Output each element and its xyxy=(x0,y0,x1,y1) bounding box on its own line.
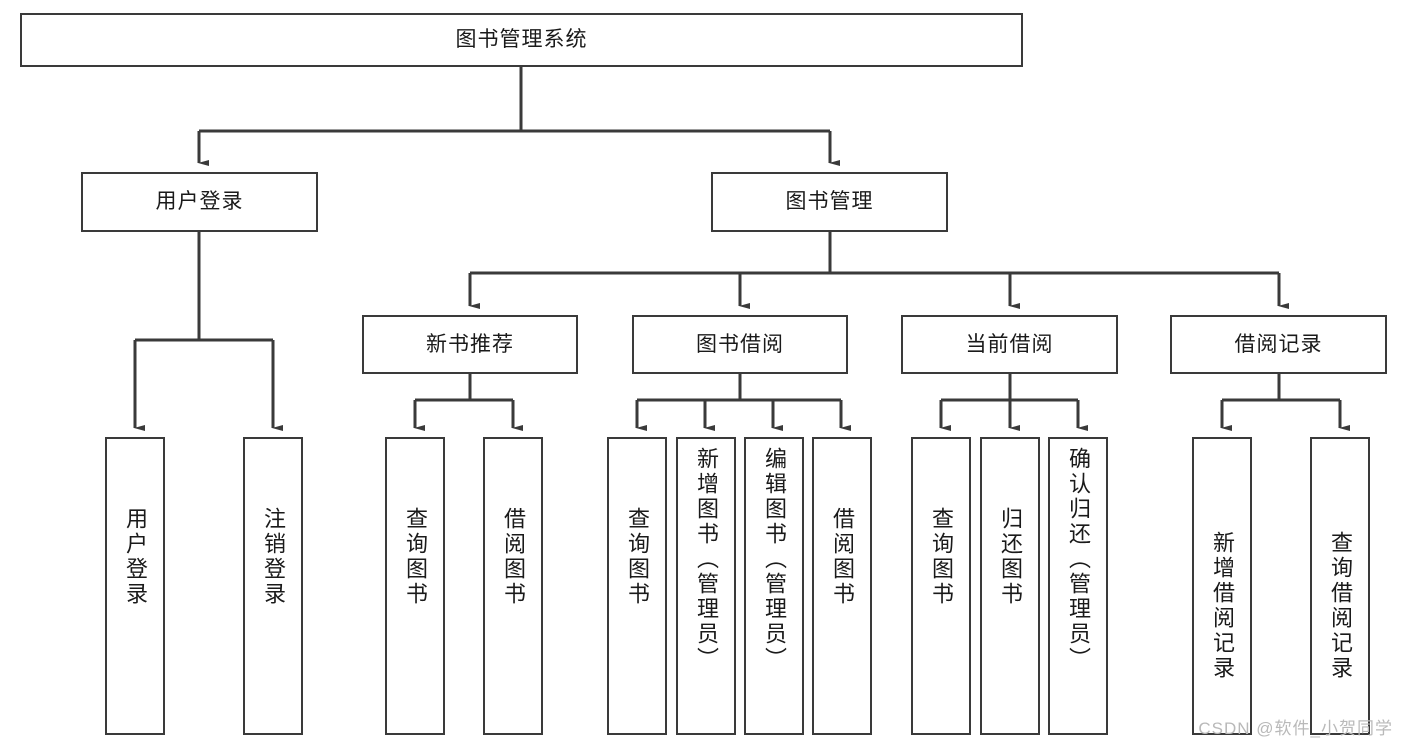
leaf-label: 确认归还（管理员） xyxy=(1066,447,1091,672)
csdn-watermark: CSDN @软件_小贺同学 xyxy=(1198,719,1393,738)
leaf-label: 归还图书 xyxy=(998,507,1023,607)
leaf-label: 查询借阅记录 xyxy=(1328,531,1353,681)
leaf-logout[interactable]: 注销登录 xyxy=(243,437,303,735)
leaf-query-borrow-record[interactable]: 查询借阅记录 xyxy=(1310,437,1370,735)
node-current-borrow[interactable]: 当前借阅 xyxy=(901,315,1118,374)
node-label: 用户登录 xyxy=(155,190,244,214)
leaf-label: 查询图书 xyxy=(403,507,428,607)
node-user-login[interactable]: 用户登录 xyxy=(81,172,318,232)
node-label: 图书管理系统 xyxy=(455,28,588,52)
leaf-query-book-recommend[interactable]: 查询图书 xyxy=(385,437,445,735)
node-label: 图书借阅 xyxy=(696,332,784,356)
leaf-query-book-current[interactable]: 查询图书 xyxy=(911,437,971,735)
node-borrow-record[interactable]: 借阅记录 xyxy=(1170,315,1387,374)
leaf-label: 编辑图书（管理员） xyxy=(762,447,787,672)
leaf-label: 用户登录 xyxy=(123,507,148,607)
leaf-label: 借阅图书 xyxy=(501,507,526,607)
node-label: 图书管理 xyxy=(785,190,874,214)
leaf-return-book[interactable]: 归还图书 xyxy=(980,437,1040,735)
leaf-query-book-borrow[interactable]: 查询图书 xyxy=(607,437,667,735)
leaf-edit-book-admin[interactable]: 编辑图书（管理员） xyxy=(744,437,804,735)
leaf-label: 查询图书 xyxy=(929,507,954,607)
node-label: 当前借阅 xyxy=(965,332,1054,356)
leaf-borrow-book[interactable]: 借阅图书 xyxy=(812,437,872,735)
node-book-borrow[interactable]: 图书借阅 xyxy=(632,315,848,374)
node-book-management[interactable]: 图书管理 xyxy=(711,172,948,232)
leaf-add-book-admin[interactable]: 新增图书（管理员） xyxy=(676,437,736,735)
leaf-label: 查询图书 xyxy=(625,507,650,607)
leaf-borrow-book-recommend[interactable]: 借阅图书 xyxy=(483,437,543,735)
leaf-label: 注销登录 xyxy=(261,507,286,607)
node-new-book-recommend[interactable]: 新书推荐 xyxy=(362,315,578,374)
node-label: 借阅记录 xyxy=(1234,332,1323,356)
leaf-label: 新增图书（管理员） xyxy=(694,447,719,672)
leaf-label: 借阅图书 xyxy=(830,507,855,607)
leaf-add-borrow-record[interactable]: 新增借阅记录 xyxy=(1192,437,1252,735)
node-root-system[interactable]: 图书管理系统 xyxy=(20,13,1023,67)
leaf-user-login[interactable]: 用户登录 xyxy=(105,437,165,735)
leaf-confirm-return-admin[interactable]: 确认归还（管理员） xyxy=(1048,437,1108,735)
leaf-label: 新增借阅记录 xyxy=(1210,531,1235,681)
node-label: 新书推荐 xyxy=(426,332,514,356)
